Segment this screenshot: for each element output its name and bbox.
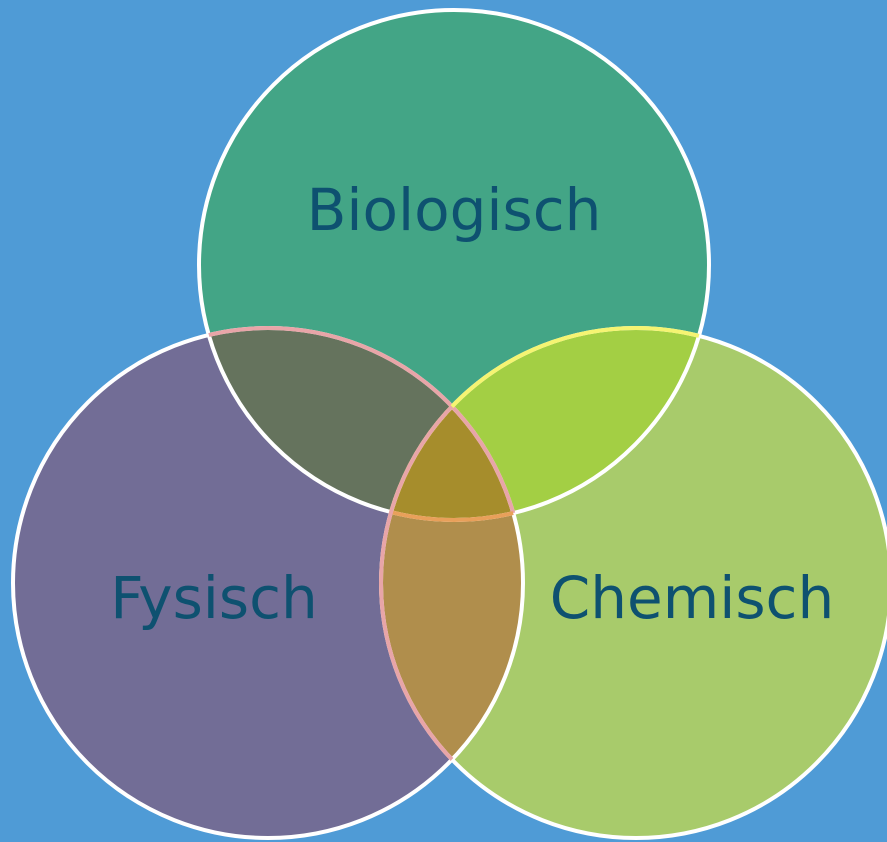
overlap-biologisch-chemisch — [381, 328, 709, 520]
label-chemisch: Chemisch — [550, 564, 834, 632]
edge-chemisch-in-biologisch — [379, 326, 709, 520]
overlap-biologisch-fysisch — [199, 328, 523, 520]
edge-fysisch-in-biologisch — [199, 326, 525, 520]
label-biologisch: Biologisch — [307, 176, 602, 244]
edge-biologisch-in-fysisch-chemisch — [381, 328, 523, 522]
label-fysisch: Fysisch — [110, 564, 318, 632]
edge-chemisch-in-fysisch — [379, 328, 523, 838]
